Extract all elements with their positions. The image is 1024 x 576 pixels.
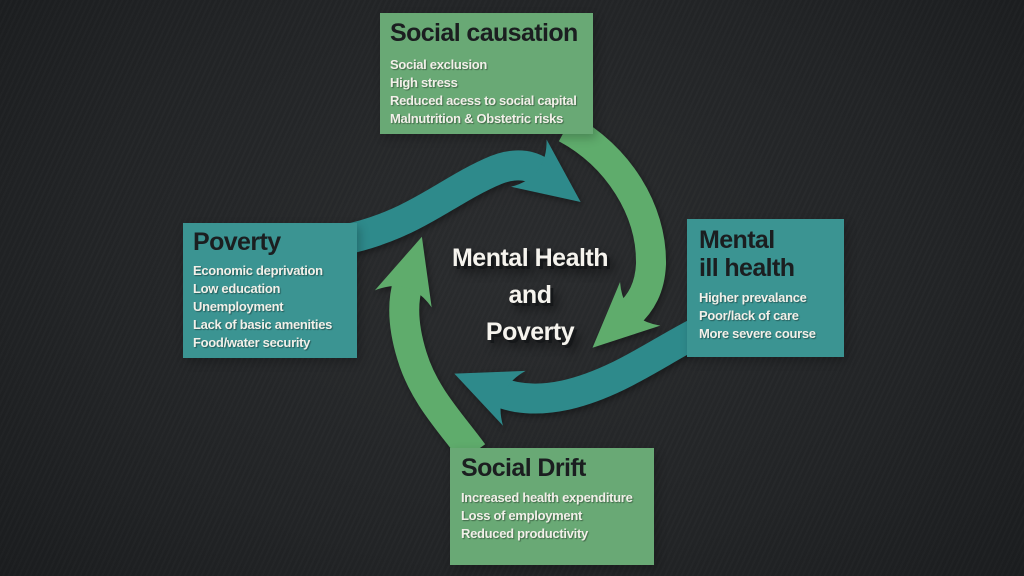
- box-mental-ill-health-title: Mental ill health: [699, 226, 832, 282]
- title-line-1: Mental: [699, 226, 775, 254]
- cycle-arc-right-green-arrow: [558, 114, 667, 348]
- box-poverty-title: Poverty: [193, 228, 281, 256]
- box-poverty: Poverty Economic deprivation Low educati…: [183, 223, 357, 358]
- box-poverty-items: Economic deprivation Low education Unemp…: [193, 262, 347, 352]
- box-item: High stress: [390, 74, 458, 90]
- cycle-arc-top-teal-arrow: [348, 139, 581, 253]
- box-item: Loss of employment: [461, 507, 583, 523]
- box-social-causation: Social causation Social exclusion High s…: [380, 13, 593, 134]
- box-item: Lack of basic amenities: [193, 316, 333, 332]
- box-item: More severe course: [699, 325, 816, 341]
- title-line-2: ill health: [699, 254, 795, 282]
- box-item: Low education: [193, 280, 281, 296]
- box-item: Economic deprivation: [193, 262, 323, 278]
- box-mental-ill-health: Mental ill health Higher prevalance Poor…: [687, 219, 844, 357]
- cycle-arc-left-green-arrow: [374, 236, 486, 462]
- box-item: Reduced productivity: [461, 525, 588, 541]
- box-item: Social exclusion: [390, 56, 488, 72]
- center-title-line-1: Mental Health: [451, 244, 609, 272]
- box-social-drift-title: Social Drift: [461, 454, 586, 482]
- box-item: Reduced acess to social capital: [390, 92, 577, 108]
- box-mental-ill-health-items: Higher prevalance Poor/lack of care More…: [699, 289, 832, 343]
- box-item: Malnutrition & Obstetric risks: [390, 110, 564, 126]
- box-item: Higher prevalance: [699, 290, 807, 305]
- box-item: Increased health expenditure: [461, 489, 633, 505]
- box-social-drift-items: Increased health expenditure Loss of emp…: [461, 489, 643, 543]
- box-item: Food/water security: [193, 334, 311, 350]
- box-social-drift: Social Drift Increased health expenditur…: [450, 448, 654, 565]
- box-item: Unemployment: [193, 298, 284, 314]
- center-title: Mental Health and Poverty: [410, 240, 650, 351]
- center-title-line-3: Poverty: [485, 318, 575, 346]
- cycle-arc-bottom-teal-arrow: [454, 317, 707, 426]
- box-social-causation-title: Social causation: [390, 19, 578, 47]
- box-social-causation-items: Social exclusion High stress Reduced ace…: [390, 56, 583, 128]
- box-item: Poor/lack of care: [699, 307, 799, 323]
- center-title-line-2: and: [508, 281, 552, 309]
